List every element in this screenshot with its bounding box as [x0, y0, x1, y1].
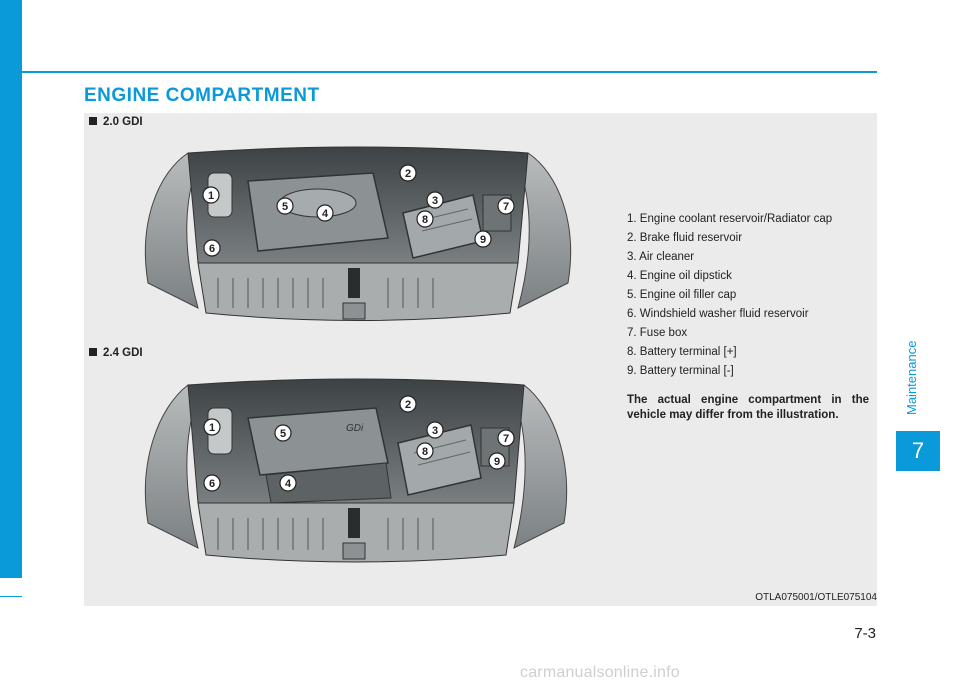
illustration-note: The actual engine compartment in the veh… [627, 394, 869, 421]
callout-7: 7 [497, 429, 515, 447]
left-divider [0, 596, 22, 597]
legend-item: 2. Brake fluid reservoir [627, 232, 743, 244]
svg-text:7: 7 [503, 201, 509, 213]
figure-label-2-0-gdi: 2.0 GDI [89, 116, 143, 128]
svg-text:2: 2 [405, 399, 411, 411]
legend-item: 4. Engine oil dipstick [627, 270, 732, 282]
page-number: 7-3 [854, 625, 876, 642]
svg-text:9: 9 [480, 234, 486, 246]
svg-text:6: 6 [209, 243, 215, 255]
callout-9: 9 [488, 452, 506, 470]
legend-item: 8. Battery terminal [+] [627, 346, 737, 358]
callout-9: 9 [474, 230, 492, 248]
svg-text:4: 4 [285, 478, 292, 490]
watermark-text: carmanualsonline.info [520, 664, 680, 681]
callout-7: 7 [497, 197, 515, 215]
legend-item: 1. Engine coolant reservoir/Radiator cap [627, 213, 833, 225]
callout-5: 5 [274, 424, 292, 442]
svg-text:1: 1 [209, 422, 215, 434]
callout-8: 8 [416, 210, 434, 228]
legend-item: 5. Engine oil filler cap [627, 289, 737, 301]
section-title: ENGINE COMPARTMENT [84, 85, 320, 106]
svg-text:5: 5 [280, 428, 286, 440]
callout-8: 8 [416, 442, 434, 460]
callout-5: 5 [276, 197, 294, 215]
engine-illustration-2-4-gdi: GDi [136, 363, 576, 575]
engine-illustration-2-0-gdi [138, 133, 578, 333]
svg-text:3: 3 [432, 425, 438, 437]
header-rule [22, 71, 877, 73]
legend-item: 6. Windshield washer fluid reservoir [627, 308, 809, 320]
callout-2: 2 [399, 164, 417, 182]
legend-item: 9. Battery terminal [-] [627, 365, 734, 377]
component-legend: 1. Engine coolant reservoir/Radiator cap… [627, 210, 869, 423]
svg-text:3: 3 [432, 195, 438, 207]
section-side-label: Maintenance [904, 340, 919, 415]
legend-item: 3. Air cleaner [627, 251, 695, 263]
svg-text:7: 7 [503, 433, 509, 445]
callout-6: 6 [203, 474, 221, 492]
square-bullet-icon [89, 348, 97, 356]
chapter-tab: 7 [896, 431, 940, 471]
svg-text:8: 8 [422, 214, 428, 226]
callout-2: 2 [399, 395, 417, 413]
legend-item: 7. Fuse box [627, 327, 688, 339]
callout-1: 1 [203, 418, 221, 436]
figure-code: OTLA075001/OTLE075104 [755, 592, 877, 603]
svg-text:8: 8 [422, 446, 428, 458]
callout-4: 4 [279, 474, 297, 492]
svg-text:4: 4 [322, 208, 329, 220]
callout-1: 1 [202, 186, 220, 204]
figure-label-2-4-gdi: 2.4 GDI [89, 347, 143, 359]
callout-3: 3 [426, 421, 444, 439]
callout-3: 3 [426, 191, 444, 209]
svg-text:9: 9 [494, 456, 500, 468]
svg-text:6: 6 [209, 478, 215, 490]
svg-text:GDi: GDi [346, 423, 364, 434]
svg-text:2: 2 [405, 168, 411, 180]
svg-text:5: 5 [282, 201, 288, 213]
left-accent-strip [0, 0, 22, 578]
callout-4: 4 [316, 204, 334, 222]
callout-6: 6 [203, 239, 221, 257]
square-bullet-icon [89, 117, 97, 125]
svg-text:1: 1 [208, 190, 214, 202]
